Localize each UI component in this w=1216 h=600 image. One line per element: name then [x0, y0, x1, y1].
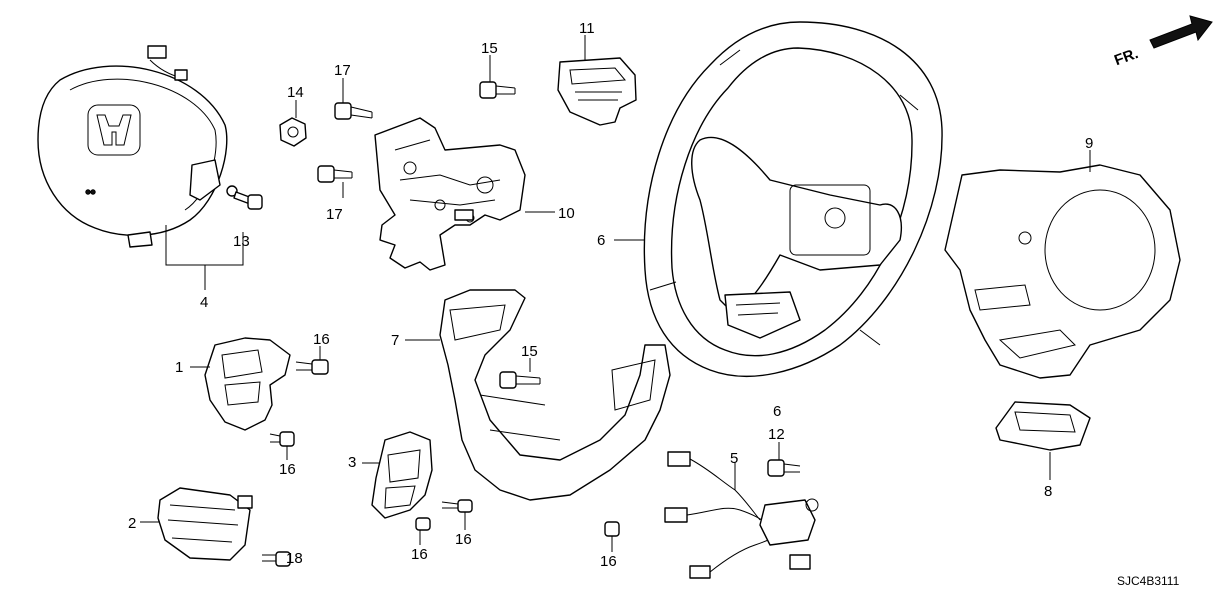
diagram-code: SJC4B3111 — [1117, 574, 1180, 588]
label-15-upper: 15 — [481, 40, 498, 57]
label-1: 1 — [175, 359, 183, 376]
airbag-module — [37, 45, 228, 248]
label-16-c: 16 — [455, 531, 472, 548]
switch-3 — [371, 431, 433, 519]
label-14: 14 — [287, 84, 304, 101]
label-15-lower: 15 — [521, 343, 538, 360]
bolt-17-lower — [317, 165, 353, 183]
harness-5 — [664, 451, 819, 579]
bolt-16-b — [269, 431, 295, 447]
bracket-10 — [374, 117, 526, 271]
bolt-15-lower — [499, 371, 541, 389]
front-indicator: FR. — [1112, 45, 1141, 69]
label-5: 5 — [730, 450, 738, 467]
bolt-16-c — [441, 499, 473, 513]
label-9: 9 — [1085, 135, 1093, 152]
bolt-16-e — [604, 521, 620, 537]
garnish-7 — [439, 289, 671, 501]
label-4: 4 — [200, 294, 208, 311]
label-11: 11 — [579, 20, 595, 37]
nut-14 — [279, 117, 307, 147]
label-16-b: 16 — [279, 461, 296, 478]
label-17-lower: 17 — [326, 206, 343, 223]
label-17-upper: 17 — [334, 62, 351, 79]
bolt-18 — [262, 551, 291, 567]
switch-2 — [157, 487, 253, 561]
switch-1 — [204, 337, 291, 431]
front-arrow-icon — [1149, 15, 1213, 49]
label-7: 7 — [391, 332, 399, 349]
label-16-a: 16 — [313, 331, 330, 348]
label-6-wheel: 6 — [597, 232, 605, 249]
bolt-12 — [767, 459, 801, 477]
bolt-16-a — [295, 359, 329, 375]
steering-wheel-6 — [643, 21, 943, 377]
label-3: 3 — [348, 454, 356, 471]
label-13: 13 — [233, 233, 250, 250]
label-16-e: 16 — [600, 553, 617, 570]
switch-11 — [557, 57, 637, 126]
label-16-d: 16 — [411, 546, 428, 563]
label-8: 8 — [1044, 483, 1052, 500]
bolt-13 — [226, 185, 263, 210]
bolt-15-upper — [479, 81, 516, 99]
label-6-lower: 6 — [773, 403, 781, 420]
bolt-16-d — [415, 517, 431, 531]
leader-lines — [140, 35, 1091, 552]
label-12: 12 — [768, 426, 785, 443]
clip-8 — [995, 401, 1091, 451]
bolt-17-upper — [334, 102, 373, 120]
label-18: 18 — [286, 550, 303, 567]
label-2: 2 — [128, 515, 136, 532]
label-10: 10 — [558, 205, 575, 222]
cover-9 — [944, 164, 1181, 379]
